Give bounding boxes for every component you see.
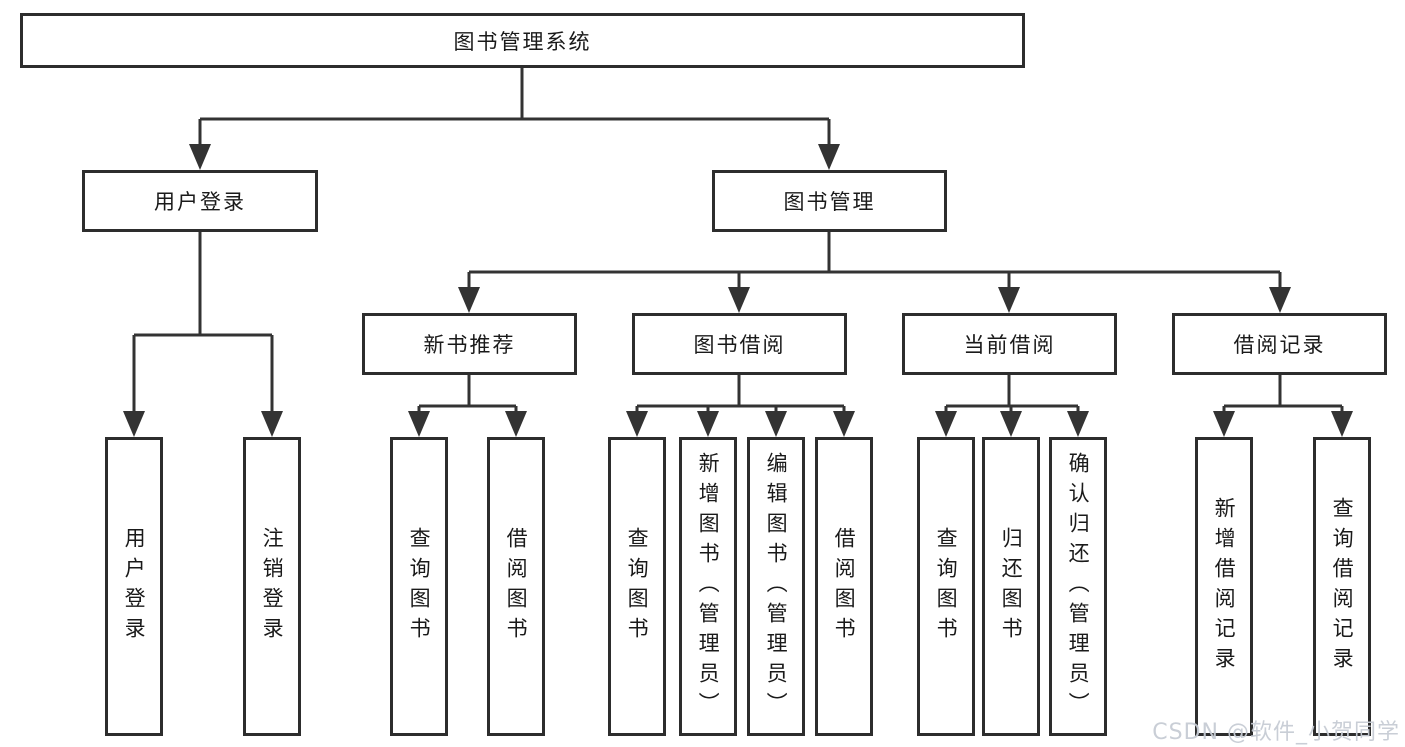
leaf-nb-borrow-books-label: 借阅图书 xyxy=(504,526,529,647)
leaf-br-query-record: 查询借阅记录 xyxy=(1313,437,1371,736)
leaf-bb-add-book-admin-label: 新增图书（管理员） xyxy=(696,451,721,722)
leaf-bb-edit-book-admin: 编辑图书（管理员） xyxy=(747,437,805,736)
leaf-bb-borrow-books: 借阅图书 xyxy=(815,437,873,736)
node-book-borrowing: 图书借阅 xyxy=(632,313,847,375)
leaf-cb-query-books: 查询图书 xyxy=(917,437,975,736)
leaf-bb-borrow-books-label: 借阅图书 xyxy=(832,526,857,647)
connector-edges xyxy=(132,68,1344,414)
node-root-label: 图书管理系统 xyxy=(453,29,592,54)
node-book-management: 图书管理 xyxy=(712,170,947,232)
node-current-borrowing-label: 当前借阅 xyxy=(963,333,1056,357)
leaf-br-add-record-label: 新增借阅记录 xyxy=(1212,496,1237,677)
leaf-logout: 注销登录 xyxy=(243,437,301,736)
leaf-bb-query-books: 查询图书 xyxy=(608,437,666,736)
leaf-br-add-record: 新增借阅记录 xyxy=(1195,437,1253,736)
leaf-user-login-label: 用户登录 xyxy=(122,526,147,647)
leaf-bb-query-books-label: 查询图书 xyxy=(625,526,650,647)
node-user-login-label: 用户登录 xyxy=(154,190,246,214)
node-book-borrowing-label: 图书借阅 xyxy=(693,333,786,357)
leaf-cb-query-books-label: 查询图书 xyxy=(934,526,959,647)
csdn-watermark: CSDN @软件_小贺同学 xyxy=(1152,720,1400,745)
leaf-cb-confirm-return-admin: 确认归还（管理员） xyxy=(1049,437,1107,736)
leaf-cb-return-book-label: 归还图书 xyxy=(999,526,1024,647)
leaf-bb-add-book-admin: 新增图书（管理员） xyxy=(679,437,737,736)
node-book-management-label: 图书管理 xyxy=(783,190,876,214)
node-new-book-recommendation-label: 新书推荐 xyxy=(423,333,516,357)
leaf-cb-confirm-return-admin-label: 确认归还（管理员） xyxy=(1066,451,1091,722)
leaf-user-login: 用户登录 xyxy=(105,437,163,736)
leaf-nb-query-books-label: 查询图书 xyxy=(407,526,432,647)
node-user-login: 用户登录 xyxy=(82,170,318,232)
leaf-cb-return-book: 归还图书 xyxy=(982,437,1040,736)
node-borrowing-records: 借阅记录 xyxy=(1172,313,1387,375)
node-borrowing-records-label: 借阅记录 xyxy=(1233,333,1326,357)
node-new-book-recommendation: 新书推荐 xyxy=(362,313,577,375)
node-root: 图书管理系统 xyxy=(20,13,1025,68)
leaf-nb-borrow-books: 借阅图书 xyxy=(487,437,545,736)
leaf-br-query-record-label: 查询借阅记录 xyxy=(1330,496,1355,677)
leaf-logout-label: 注销登录 xyxy=(260,526,285,647)
leaf-nb-query-books: 查询图书 xyxy=(390,437,448,736)
leaf-bb-edit-book-admin-label: 编辑图书（管理员） xyxy=(764,451,789,722)
node-current-borrowing: 当前借阅 xyxy=(902,313,1117,375)
